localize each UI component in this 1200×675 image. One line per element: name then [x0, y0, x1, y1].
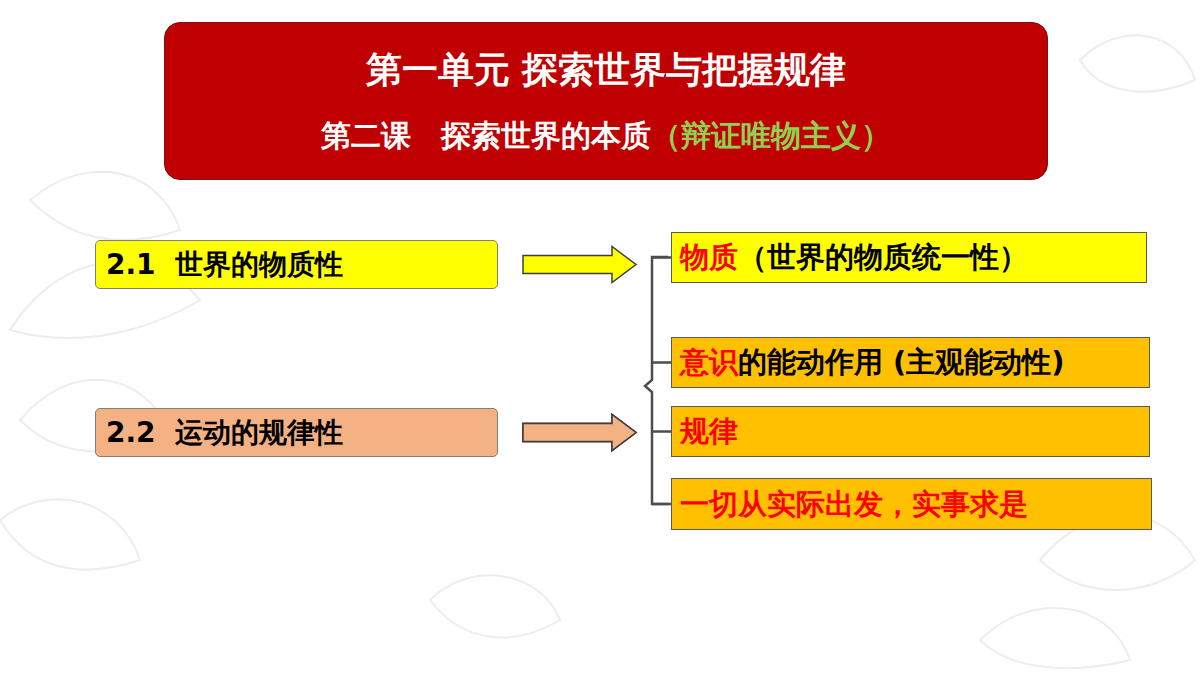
block-arrow-connector	[523, 363, 671, 451]
text-line: 规律	[680, 414, 738, 449]
label-text: （世界的物质统一性）	[738, 240, 1028, 274]
label-text: 规律	[680, 414, 738, 448]
section-box: 2.1 世界的物质性	[95, 240, 498, 289]
label-text: 的能动作用 (主观能动性)	[738, 345, 1065, 379]
text-line: 一切从实际出发，实事求是	[680, 487, 1028, 522]
curly-bracket	[645, 257, 668, 504]
bracket-arm	[652, 430, 671, 433]
bracket-arm	[652, 503, 671, 506]
block-arrow-connector	[523, 415, 671, 505]
text-line: 意识的能动作用 (主观能动性)	[680, 345, 1065, 380]
petal	[980, 608, 1130, 668]
bracket-arm	[652, 256, 671, 259]
text-line: 物质（世界的物质统一性）	[680, 240, 1028, 275]
petal	[1080, 35, 1195, 91]
text-line: 2.2 运动的规律性	[106, 416, 343, 450]
block-arrow-connector	[523, 415, 671, 451]
label-text: 一切从实际出发，实事求是	[680, 487, 1028, 521]
label-text: 第二课 探索世界的本质	[321, 118, 651, 153]
title-banner: 第一单元 探索世界与把握规律第二课 探索世界的本质（辩证唯物主义）	[164, 22, 1048, 180]
label-text: （辩证唯物主义）	[651, 118, 891, 153]
block-arrow	[523, 415, 636, 451]
topic-box: 一切从实际出发，实事求是	[671, 478, 1152, 530]
label-text: 第一单元 探索世界与把握规律	[366, 49, 847, 90]
label-text: 物质	[680, 240, 738, 274]
text-line: 第一单元 探索世界与把握规律	[366, 48, 847, 91]
petal	[30, 172, 180, 240]
label-text: 2.2 运动的规律性	[106, 416, 343, 449]
label-text: 意识	[680, 345, 738, 379]
text-line: 2.1 世界的物质性	[106, 248, 343, 282]
topic-box: 规律	[671, 406, 1150, 457]
topic-box: 意识的能动作用 (主观能动性)	[671, 337, 1150, 388]
label-text: 2.1 世界的物质性	[106, 248, 343, 281]
block-arrow-connector	[523, 247, 671, 283]
bracket-arm	[652, 361, 671, 364]
topic-box: 物质（世界的物质统一性）	[671, 232, 1147, 283]
petal	[0, 499, 140, 569]
petal	[430, 575, 560, 637]
text-line: 第二课 探索世界的本质（辩证唯物主义）	[321, 118, 891, 154]
block-arrow	[523, 247, 636, 283]
block-arrow	[523, 415, 636, 451]
section-box: 2.2 运动的规律性	[95, 408, 498, 457]
block-arrow	[523, 415, 636, 451]
